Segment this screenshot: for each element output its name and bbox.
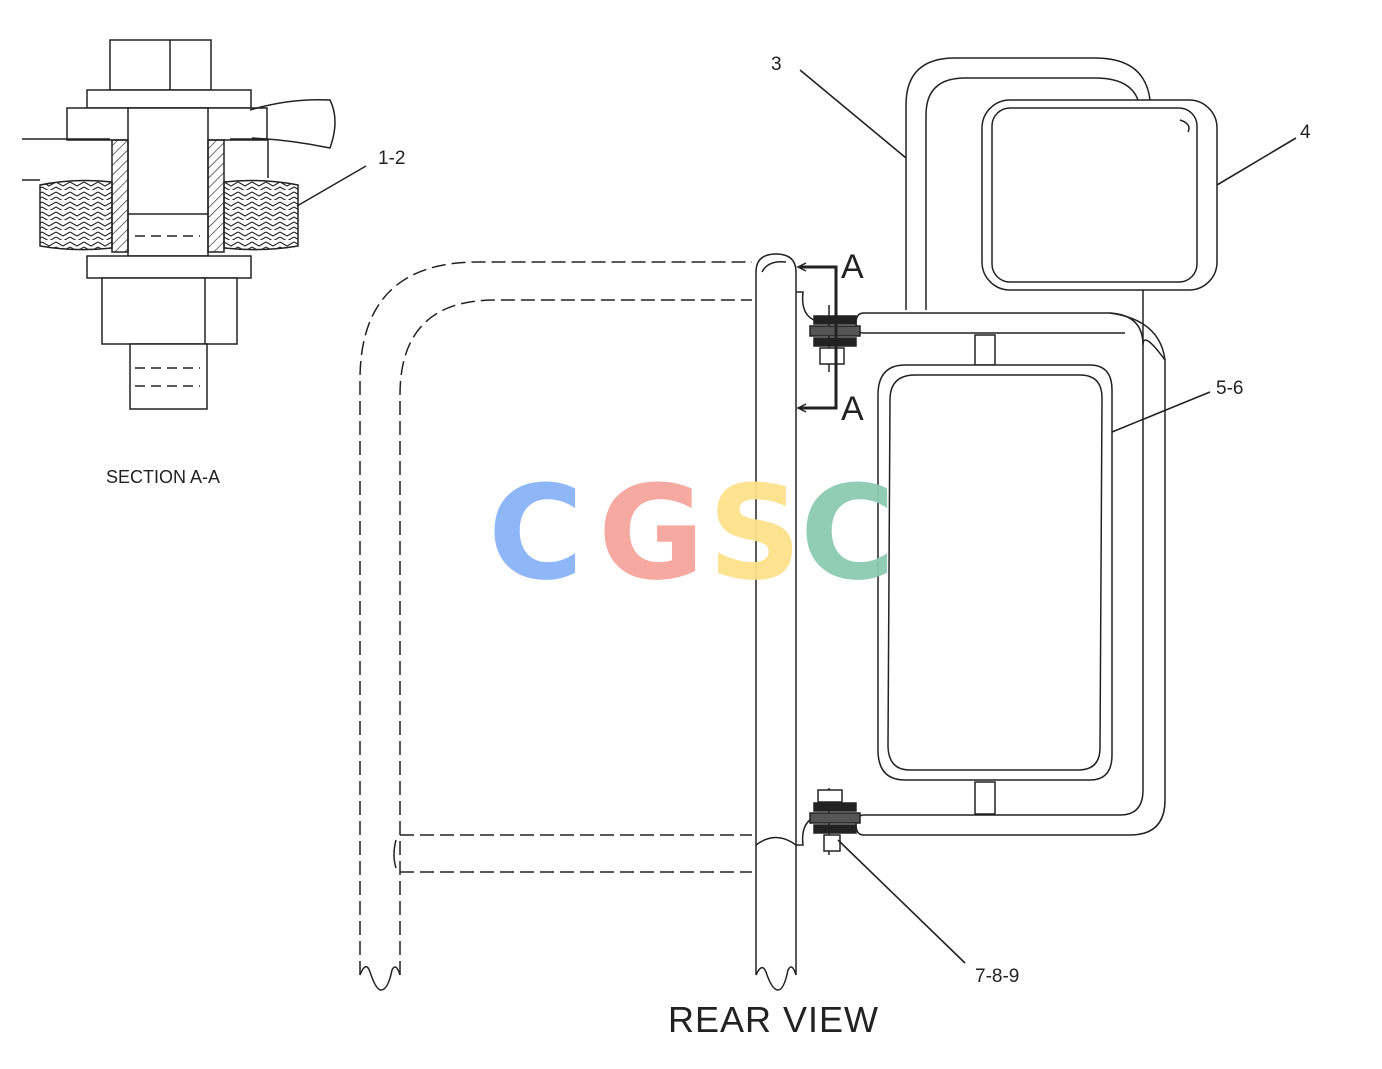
watermark-letter: S — [708, 457, 802, 609]
callout-3: 3 — [771, 54, 782, 75]
cab-post — [755, 253, 797, 975]
callout-7-8-9: 7-8-9 — [975, 966, 1019, 987]
watermark-letter: C — [800, 457, 895, 609]
section-cut-line — [796, 262, 838, 413]
cab-frame-hidden-lines — [359, 261, 752, 975]
view-caption: REAR VIEW — [668, 999, 879, 1040]
section-caption: SECTION A-A — [106, 467, 220, 487]
callout-5-6: 5-6 — [1216, 378, 1243, 399]
upper-mirror — [981, 99, 1218, 291]
section-mark-top: A — [841, 248, 864, 286]
lower-fastener — [809, 788, 861, 855]
callout-4: 4 — [1300, 122, 1311, 143]
callout-1-2: 1-2 — [378, 148, 405, 169]
watermark-letter: G — [598, 457, 705, 609]
watermark: C G S C — [488, 457, 895, 609]
cab-frame-breaks — [359, 839, 797, 991]
leader-lines — [799, 69, 1297, 964]
section-mark-bottom: A — [841, 390, 864, 428]
section-a-a-detail — [22, 39, 367, 410]
lower-mirror — [877, 364, 1113, 781]
watermark-letter: C — [488, 457, 583, 609]
